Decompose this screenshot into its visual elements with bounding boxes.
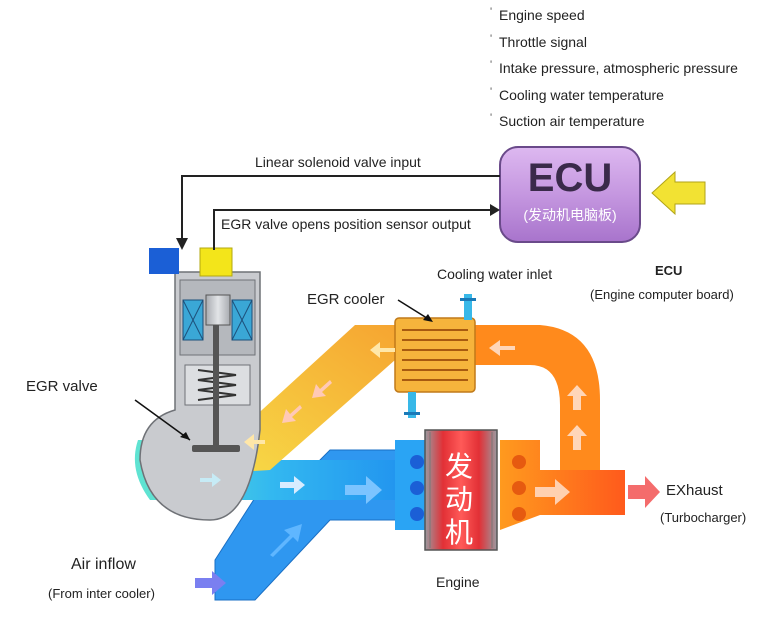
position-sensor <box>199 247 233 277</box>
solenoid-input-label: Linear solenoid valve input <box>255 154 421 170</box>
egr-flow-arrow-2 <box>282 405 302 423</box>
solenoid-connector <box>149 248 179 274</box>
intake-flow-arrow <box>270 524 302 557</box>
ecu-input-intake-pressure: Intake pressure, atmospheric pressure <box>490 52 738 82</box>
cooling-water-inlet-label: Cooling water inlet <box>437 266 553 282</box>
exhaust-pipe <box>470 325 625 530</box>
intake-flow-arrow-2 <box>345 476 382 504</box>
exhaust-out-arrow <box>628 476 660 508</box>
ecu-title: ECU <box>527 156 613 200</box>
engine-block-char-1: 发 <box>445 451 474 482</box>
egr-flow-arrow <box>312 380 332 398</box>
valve-spring <box>197 369 237 401</box>
exhaust-up-arrow-2 <box>567 385 587 410</box>
coolant-inlet-pipe <box>464 294 472 320</box>
exhaust-to-cooler-arrow <box>489 340 515 356</box>
sensor-output-label: EGR valve opens position sensor output <box>221 216 471 232</box>
egr-cooler <box>394 294 476 418</box>
engine-block-char-3: 机 <box>445 517 474 548</box>
exhaust-up-arrow <box>567 425 587 450</box>
air-inflow-arrow <box>195 571 226 595</box>
sensor-signal-arrowhead <box>490 204 500 216</box>
air-inflow-label: Air inflow <box>71 556 136 573</box>
exhaust-sub-label: (Turbocharger) <box>660 510 747 525</box>
engine-block <box>424 429 498 551</box>
coolant-outlet-pipe <box>408 392 416 418</box>
solenoid-signal-arrowhead <box>176 238 188 250</box>
ecu-input-throttle-signal: Throttle signal <box>490 26 738 56</box>
flow-arrows <box>195 340 660 595</box>
air-inflow-sub-label: (From inter cooler) <box>48 586 155 601</box>
egr-valve-leader <box>134 399 191 441</box>
ecu-input-list: Engine speed Throttle signal Intake pres… <box>490 0 738 135</box>
ecu-input-engine-speed: Engine speed <box>490 0 738 29</box>
egr-cooler-label: EGR cooler <box>307 291 385 308</box>
engine-block-char-2: 动 <box>445 484 474 515</box>
ecu-unit <box>499 146 641 243</box>
engine-label: Engine <box>436 574 480 590</box>
egr-flow-arrow-3 <box>244 434 265 450</box>
ecu-input-suction-air-temp: Suction air temperature <box>490 105 738 135</box>
egr-cooler-leader <box>397 299 431 321</box>
mix-flow-arrow <box>280 476 305 494</box>
ecu-input-arrow <box>651 170 706 216</box>
egr-valve <box>139 247 261 521</box>
ecu-caption: ECU <box>655 263 683 278</box>
ecu-input-cooling-water-temp: Cooling water temperature <box>490 79 738 109</box>
mix-flow-arrow-2 <box>200 473 221 487</box>
ecu-caption-sub: (Engine computer board) <box>590 287 734 302</box>
ecu-subtitle: (发动机电脑板) <box>523 207 617 223</box>
cooler-out-arrow <box>370 342 395 358</box>
exhaust-label: EXhaust <box>666 482 723 499</box>
egr-valve-label: EGR valve <box>26 378 98 395</box>
signal-wires <box>181 175 500 250</box>
exhaust-flow-arrow <box>535 479 570 505</box>
